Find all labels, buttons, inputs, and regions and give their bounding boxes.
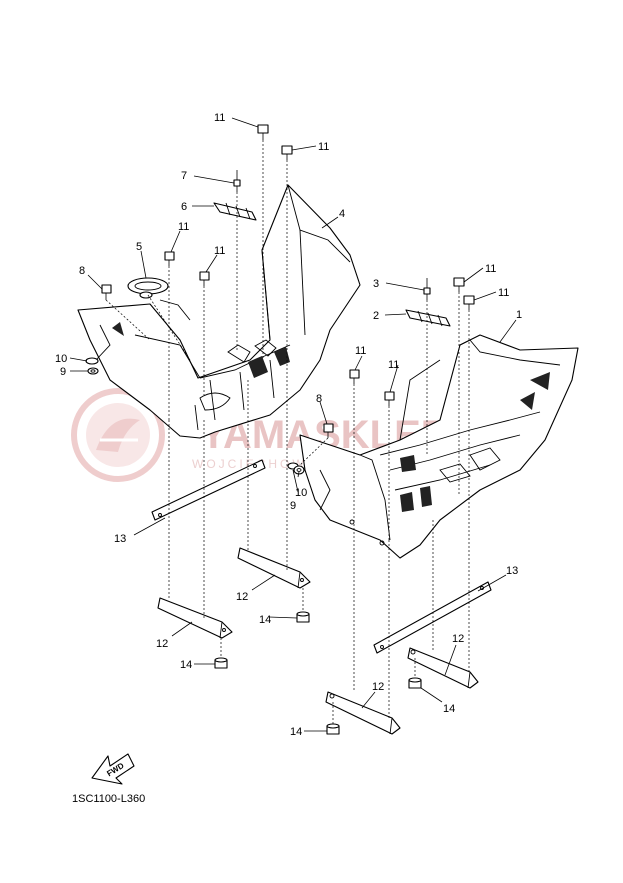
callout-14: 14 <box>290 726 302 738</box>
callout-12: 12 <box>236 591 248 603</box>
callout-12: 12 <box>372 681 384 693</box>
callout-4: 4 <box>339 208 345 220</box>
assembly-lines-right <box>299 292 470 540</box>
callout-11: 11 <box>388 359 399 371</box>
left-step-bracket-12-lower <box>157 597 233 639</box>
left-step-bracket-12-upper <box>237 547 311 589</box>
assembly-lines-left <box>105 140 288 420</box>
nut-14-right-lower <box>326 723 340 735</box>
bolt-part-8-left <box>101 284 112 300</box>
forward-direction-arrow: FWD <box>91 753 135 785</box>
right-support-bar-13 <box>373 581 492 654</box>
callout-13: 13 <box>114 533 126 545</box>
callout-5: 5 <box>136 241 142 253</box>
nut-14-left-lower <box>214 657 228 669</box>
callout-11: 11 <box>214 112 225 124</box>
callout-12: 12 <box>156 638 168 650</box>
callout-9: 9 <box>60 366 66 378</box>
callout-11: 11 <box>318 141 329 153</box>
callout-8: 8 <box>79 265 85 277</box>
watermark-logo <box>71 388 165 482</box>
callout-11: 11 <box>498 287 509 299</box>
pin-part-3 <box>423 278 431 300</box>
assembly-lines-left-lower <box>168 240 304 658</box>
callout-14: 14 <box>180 659 192 671</box>
callout-10: 10 <box>55 353 67 365</box>
bolt-part-8-right <box>323 423 334 438</box>
assembly-lines-right-lower <box>332 470 470 724</box>
right-step-bracket-12-lower <box>325 691 401 735</box>
callout-leaders <box>69 117 517 732</box>
callout-3: 3 <box>373 278 379 290</box>
callout-13: 13 <box>506 565 518 577</box>
nut-14-right-upper <box>408 677 422 689</box>
right-step-bracket-12-upper <box>407 647 479 689</box>
bracket-part-2 <box>405 309 451 327</box>
callout-11: 11 <box>214 245 225 257</box>
callout-14: 14 <box>259 614 271 626</box>
callout-9: 9 <box>290 500 296 512</box>
left-support-bar-13 <box>151 459 266 521</box>
pin-part-7 <box>233 170 241 192</box>
callout-6: 6 <box>181 201 187 213</box>
callout-8: 8 <box>316 393 322 405</box>
washers-left <box>85 357 99 375</box>
bolts-part-11-left <box>164 124 293 286</box>
cap-part-5 <box>127 277 169 299</box>
callout-10: 10 <box>295 487 307 499</box>
diagram-code: 1SC1100-L360 <box>72 793 145 805</box>
callout-12: 12 <box>452 633 464 645</box>
callout-2: 2 <box>373 310 379 322</box>
right-footrest-part-1 <box>299 334 579 559</box>
callout-11: 11 <box>355 345 366 357</box>
bracket-part-6 <box>213 202 257 221</box>
callout-1: 1 <box>516 309 522 321</box>
callout-14: 14 <box>443 703 455 715</box>
callout-labels: 11 11 7 6 4 11 5 11 8 10 9 3 11 11 2 1 1… <box>55 112 522 738</box>
callout-7: 7 <box>181 170 187 182</box>
left-footrest-part-4 <box>77 184 361 439</box>
bolts-part-11-right <box>349 277 475 406</box>
callout-11: 11 <box>485 263 496 275</box>
callout-11: 11 <box>178 221 189 233</box>
nut-14-left-upper <box>296 611 310 623</box>
